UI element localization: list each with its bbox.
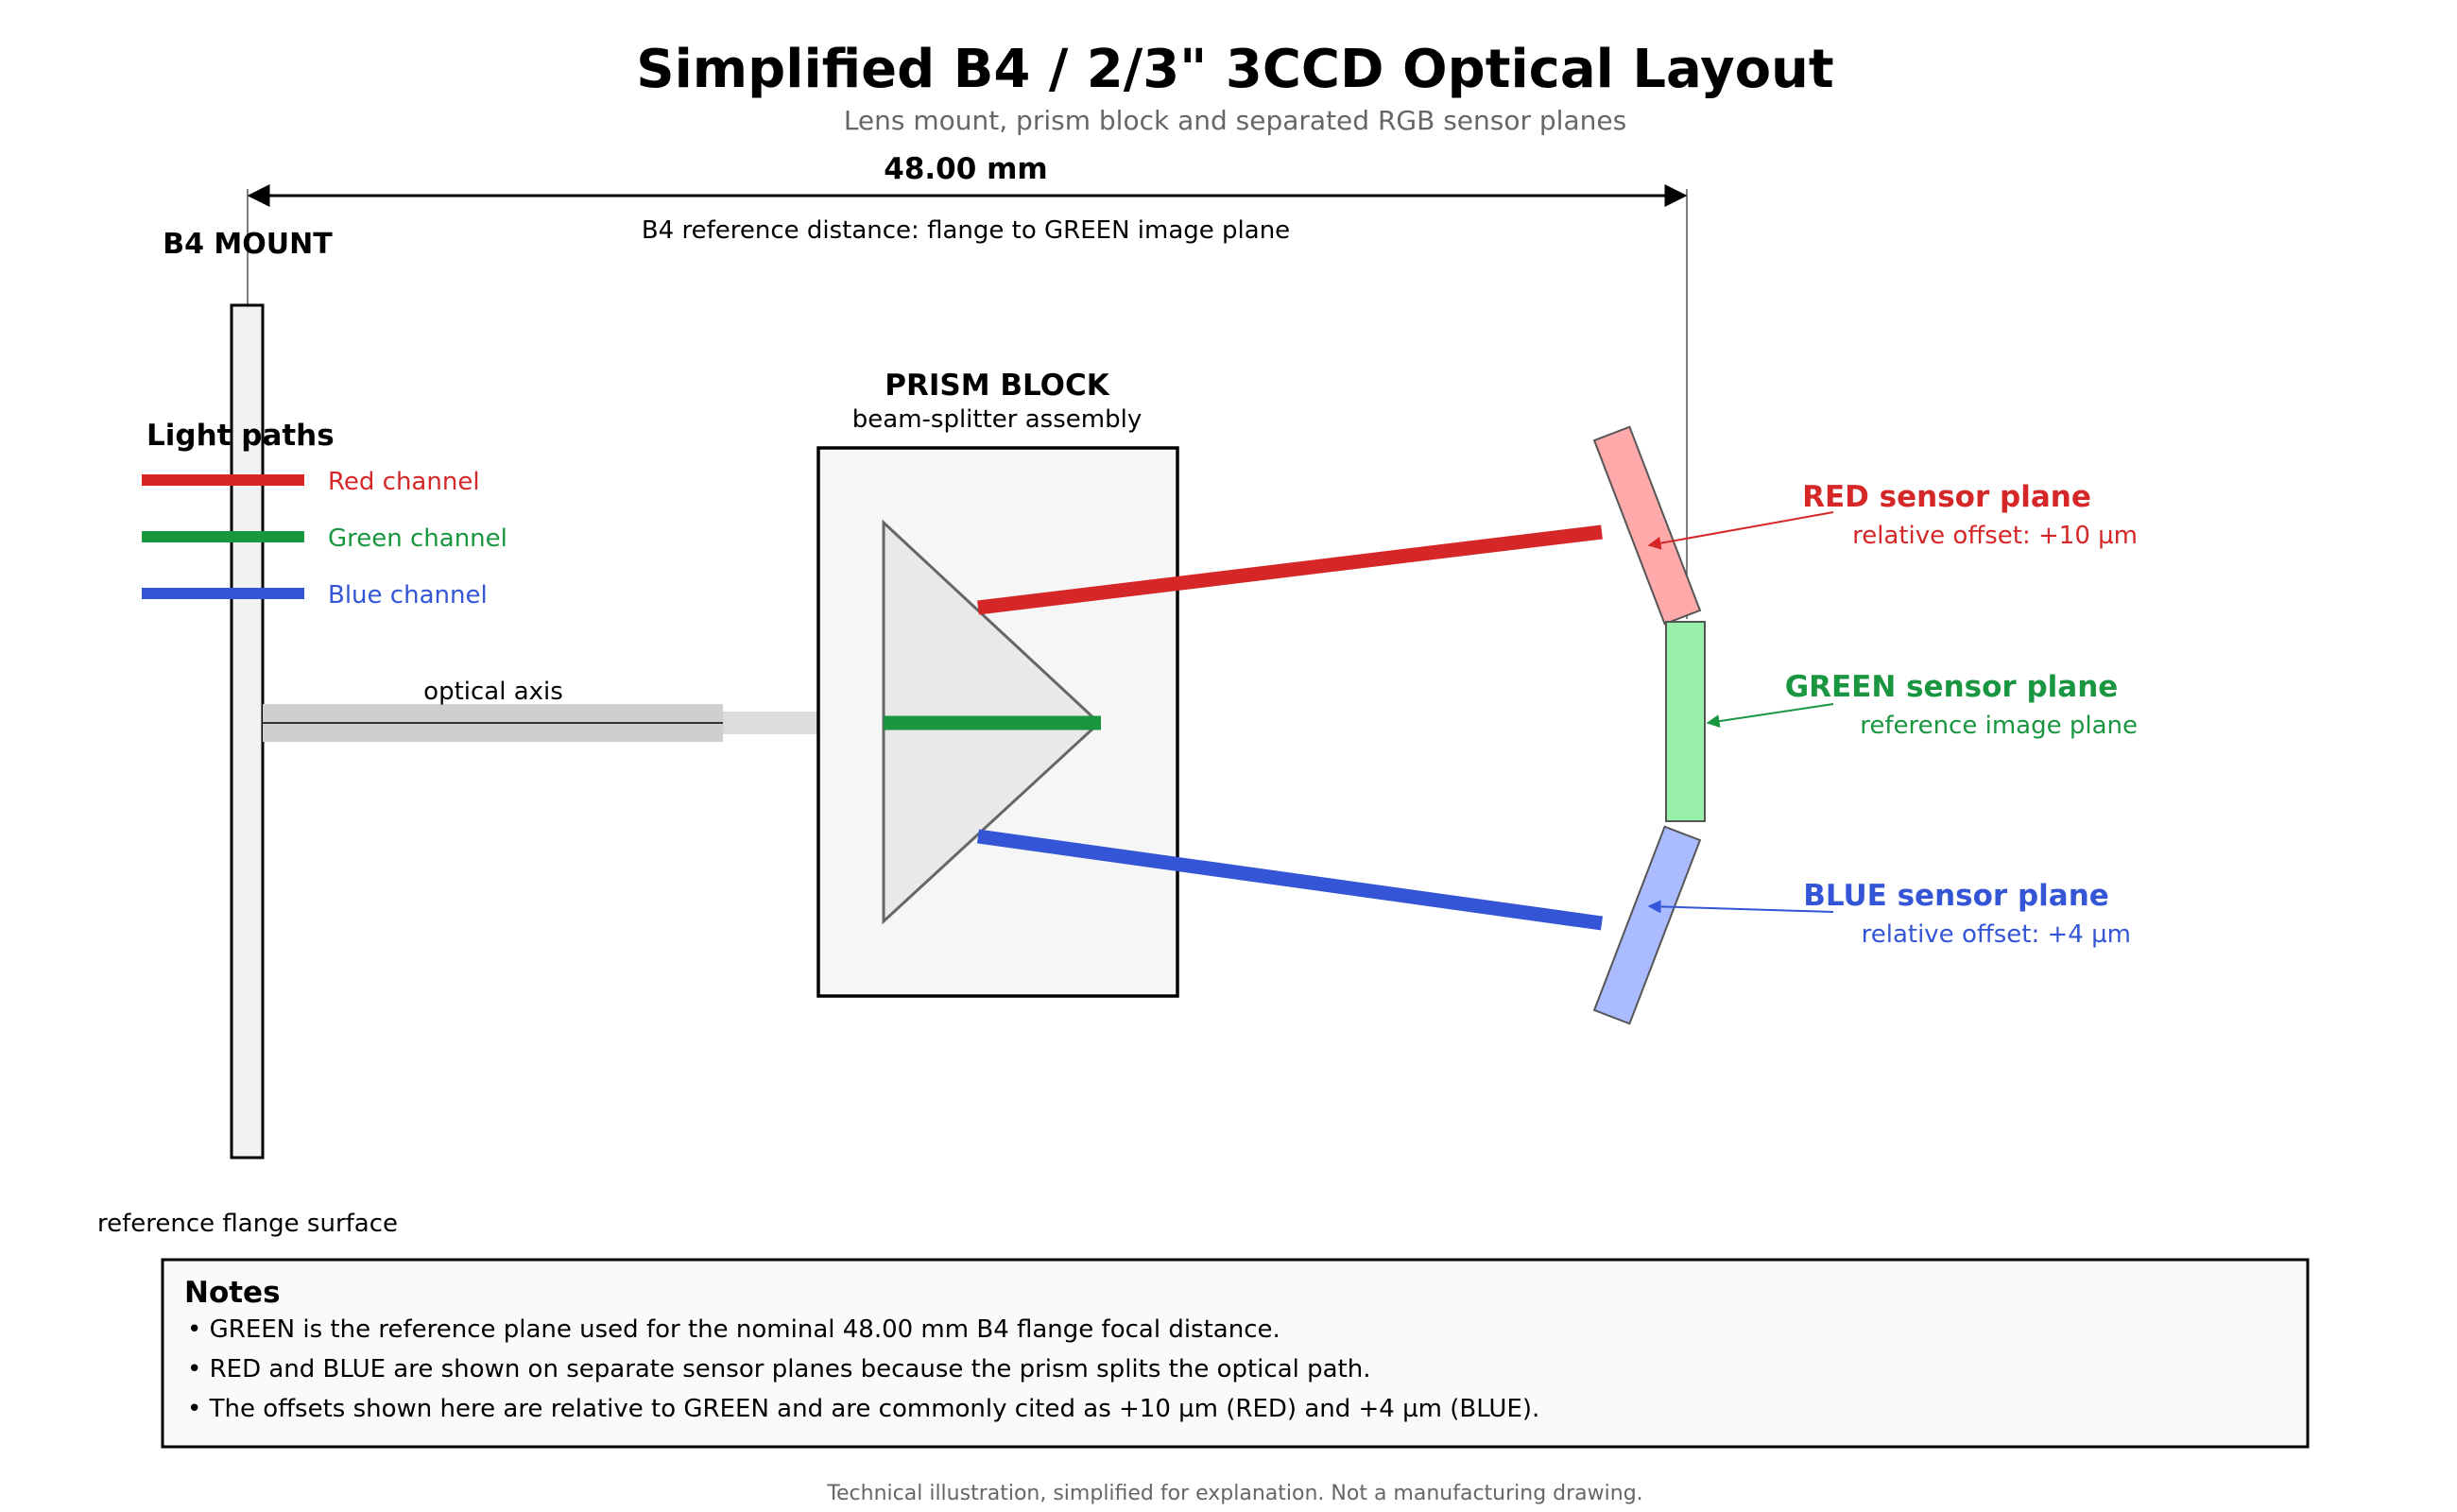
notes-title: Notes — [184, 1276, 281, 1310]
red-sensor-callout: RED sensor plane relative offset: +10 µm — [1647, 480, 2138, 550]
legend-label-red: Red channel — [328, 468, 480, 496]
red-beam — [977, 524, 1603, 615]
red-sensor-title: RED sensor plane — [1802, 480, 2091, 514]
optical-axis: optical axis — [263, 678, 884, 742]
blue-sensor-callout: BLUE sensor plane relative offset: +4 µm — [1647, 879, 2131, 949]
note-item: • RED and BLUE are shown on separate sen… — [187, 1355, 1371, 1383]
blue-sensor-plane — [1592, 825, 1702, 1025]
mount-label: B4 MOUNT — [163, 228, 333, 261]
red-sensor-note: relative offset: +10 µm — [1852, 522, 2138, 550]
note-item: • The offsets shown here are relative to… — [187, 1395, 1539, 1423]
prism-block: PRISM BLOCK beam-splitter assembly — [816, 369, 1179, 998]
blue-beam — [976, 829, 1604, 931]
legend-label-green: Green channel — [328, 524, 507, 553]
notes-frame — [161, 1258, 2310, 1449]
dimension-annotation: 48.00 mm B4 reference distance: flange t… — [247, 152, 1688, 619]
legend-label-blue: Blue channel — [328, 581, 488, 610]
dimension-caption: B4 reference distance: flange to GREEN i… — [642, 216, 1290, 245]
red-callout-leader — [1647, 511, 1834, 550]
blue-sensor-title: BLUE sensor plane — [1803, 879, 2109, 913]
note-item: • GREEN is the reference plane used for … — [187, 1315, 1280, 1344]
green-sensor-title: GREEN sensor plane — [1785, 670, 2119, 704]
green-callout-leader — [1706, 703, 1834, 729]
prism-subtitle: beam-splitter assembly — [852, 405, 1142, 434]
flange-surface-label: reference flange surface — [97, 1210, 398, 1238]
legend-title: Light paths — [146, 419, 335, 453]
blue-callout-leader — [1647, 900, 1834, 914]
optical-axis-label: optical axis — [423, 678, 563, 706]
red-sensor-plane — [1592, 425, 1702, 626]
footer-disclaimer: Technical illustration, simplified for e… — [826, 1482, 1642, 1505]
green-sensor-callout: GREEN sensor plane reference image plane — [1706, 670, 2138, 740]
green-sensor-note: reference image plane — [1860, 712, 2138, 740]
light-paths-legend: Light paths Red channel Green channel Bl… — [142, 419, 507, 610]
dimension-value: 48.00 mm — [884, 152, 1047, 186]
green-sensor-plane — [1665, 621, 1706, 822]
blue-sensor-note: relative offset: +4 µm — [1862, 920, 2131, 949]
diagram-title: Simplified B4 / 2/3" 3CCD Optical Layout — [636, 39, 1833, 100]
diagram-subtitle: Lens mount, prism block and separated RG… — [844, 105, 1626, 136]
prism-title: PRISM BLOCK — [885, 369, 1109, 403]
notes-box: Notes • GREEN is the reference plane use… — [161, 1258, 2310, 1449]
